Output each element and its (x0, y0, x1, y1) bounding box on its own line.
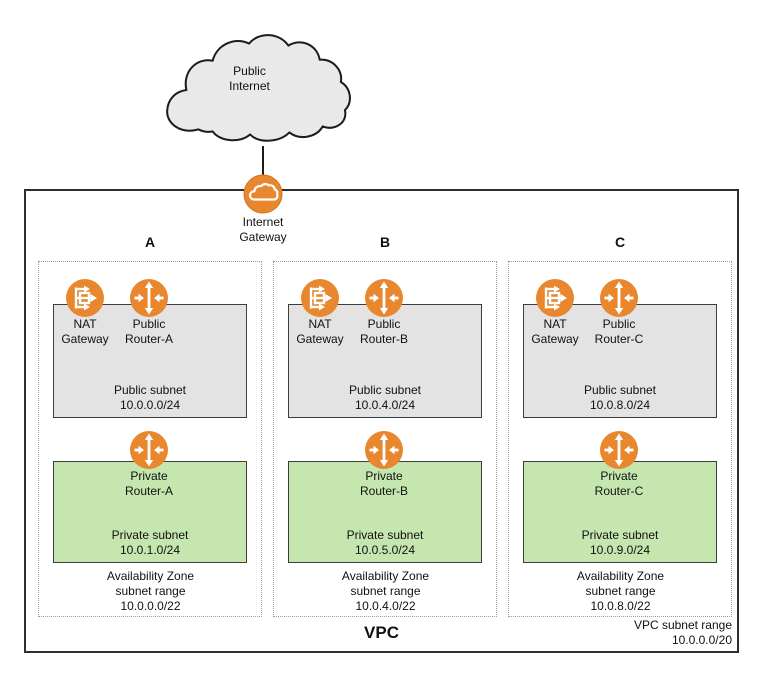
availability-zone-b: B Public subnet 10.0.4.0/24 NAT Gateway (273, 234, 497, 618)
zone-label: B (379, 234, 391, 250)
public-subnet-label: Public subnet 10.0.0.0/24 (113, 383, 187, 412)
availability-zone-c: C Public subnet 10.0.8.0/24 NAT Gateway (508, 234, 732, 618)
az-subnet-range-label: Availability Zone subnet range 10.0.0.0/… (106, 569, 195, 613)
private-router-icon (600, 431, 638, 469)
internet-gateway-label: Internet Gateway (239, 215, 287, 244)
private-subnet-box: Private subnet 10.0.1.0/24 (53, 461, 247, 563)
vpc-subnet-range-label: VPC subnet range 10.0.0.0/20 (633, 618, 732, 647)
zone-label: A (144, 234, 156, 250)
nat-gateway-icon (301, 279, 339, 317)
private-subnet-label: Private subnet 10.0.1.0/24 (111, 528, 189, 557)
public-router-label: Public Router-A (124, 317, 174, 346)
private-router-icon (130, 431, 168, 469)
private-router-label: Private Router-C (594, 469, 644, 498)
public-router-label: Public Router-B (359, 317, 409, 346)
private-router-label: Private Router-B (359, 469, 409, 498)
public-router-label: Public Router-C (594, 317, 644, 346)
public-subnet-label: Public subnet 10.0.4.0/24 (348, 383, 422, 412)
availability-zone-a: A Public subnet 10.0.0.0/24 NAT Gateway (38, 234, 262, 618)
vpc-boundary (24, 189, 739, 653)
cloud-to-gateway-connector (262, 146, 264, 180)
nat-gateway-icon (66, 279, 104, 317)
zone-label: C (614, 234, 626, 250)
public-router-icon (600, 279, 638, 317)
private-subnet-box: Private subnet 10.0.5.0/24 (288, 461, 482, 563)
zone-boundary: Public subnet 10.0.8.0/24 NAT Gateway (508, 261, 732, 617)
az-subnet-range-label: Availability Zone subnet range 10.0.8.0/… (576, 569, 665, 613)
public-subnet-label: Public subnet 10.0.8.0/24 (583, 383, 657, 412)
zone-boundary: Public subnet 10.0.4.0/24 NAT Gateway (273, 261, 497, 617)
private-subnet-label: Private subnet 10.0.9.0/24 (581, 528, 659, 557)
private-router-label: Private Router-A (124, 469, 174, 498)
private-router-icon (365, 431, 403, 469)
private-subnet-box: Private subnet 10.0.9.0/24 (523, 461, 717, 563)
vpc-label: VPC (364, 623, 399, 642)
internet-gateway-icon (243, 174, 283, 214)
public-router-icon (130, 279, 168, 317)
nat-gateway-label: NAT Gateway (61, 317, 109, 346)
public-internet-label: Public Internet (229, 64, 270, 93)
nat-gateway-label: NAT Gateway (531, 317, 579, 346)
az-subnet-range-label: Availability Zone subnet range 10.0.4.0/… (341, 569, 430, 613)
public-internet-cloud-shape (166, 34, 351, 142)
public-subnet-box: Public subnet 10.0.4.0/24 (288, 304, 482, 418)
public-router-icon (365, 279, 403, 317)
nat-gateway-icon (536, 279, 574, 317)
nat-gateway-label: NAT Gateway (296, 317, 344, 346)
zone-boundary: Public subnet 10.0.0.0/24 NAT Gateway (38, 261, 262, 617)
private-subnet-label: Private subnet 10.0.5.0/24 (346, 528, 424, 557)
